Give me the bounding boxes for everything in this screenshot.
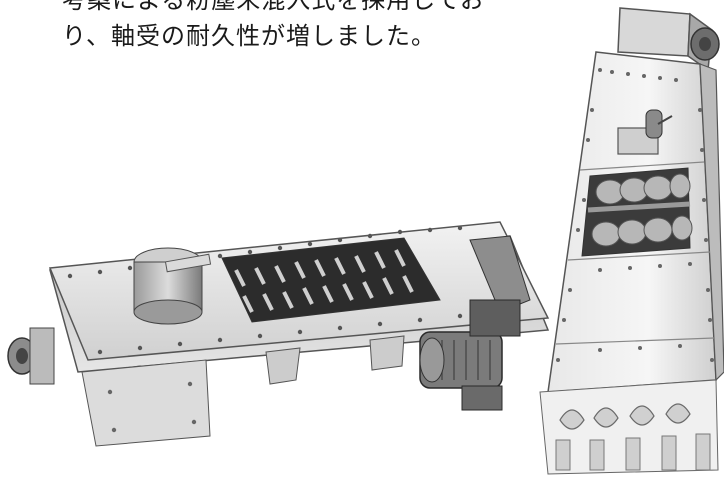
vertical-conveyor xyxy=(539,7,724,475)
caption-line-1: 考案による粉塵末混入式を採用してお xyxy=(62,0,485,14)
caption-line-2: り、軸受の耐久性が増しました。 xyxy=(62,22,437,50)
photo-caption: 考案による粉塵末混入式を採用してお り、軸受の耐久性が増しました。 xyxy=(62,0,485,54)
horizontal-conveyor xyxy=(7,221,550,447)
